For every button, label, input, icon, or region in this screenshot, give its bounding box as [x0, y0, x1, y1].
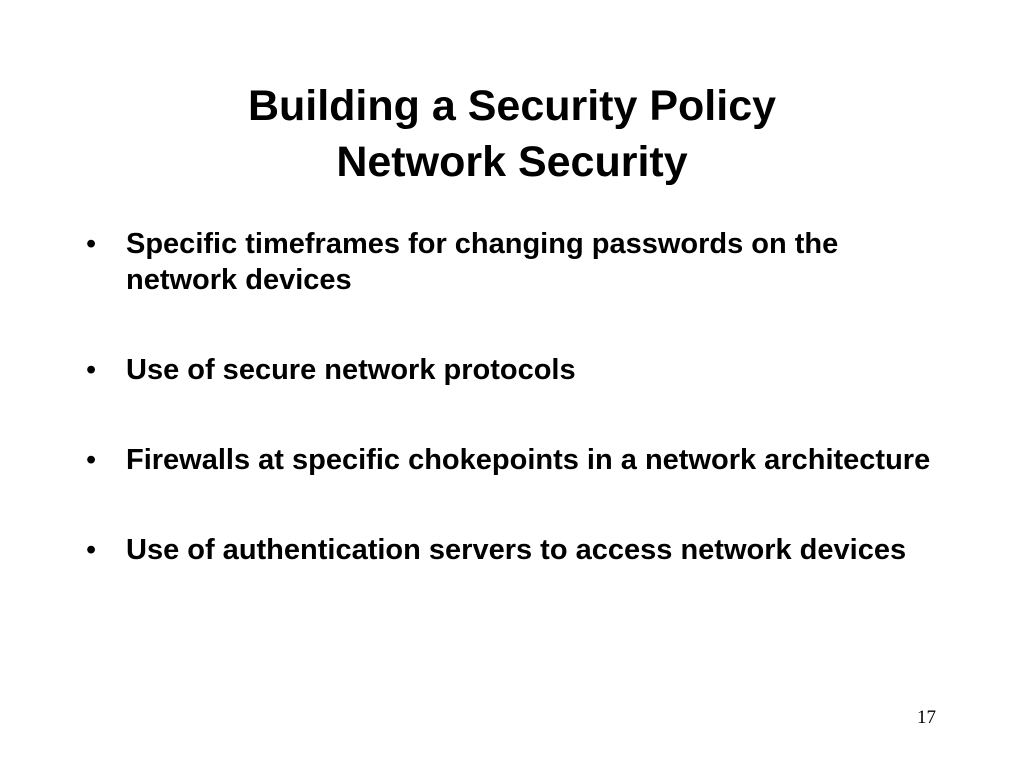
page-number: 17: [917, 707, 936, 728]
bullet-dot-icon: •: [86, 444, 97, 476]
slide-title-line-1: Building a Security Policy: [247, 82, 777, 130]
bullet-text: Firewalls at specific chokepoints in a n…: [126, 444, 931, 476]
bullet-item: • Use of authentication servers to acces…: [86, 532, 946, 568]
bullet-list: • Specific timeframes for changing passw…: [86, 226, 946, 622]
bullet-dot-icon: •: [86, 534, 97, 566]
slide-title: Building a Security Policy Network Secur…: [0, 78, 1024, 190]
slide-title-line-2: Network Security: [336, 138, 688, 186]
bullet-dot-icon: •: [86, 354, 97, 386]
bullet-item: • Firewalls at specific chokepoints in a…: [86, 442, 946, 478]
bullet-text: Use of authentication servers to access …: [126, 534, 907, 566]
bullet-text: Specific timeframes for changing passwor…: [126, 228, 839, 296]
bullet-dot-icon: •: [86, 228, 97, 260]
bullet-item: • Specific timeframes for changing passw…: [86, 226, 946, 298]
bullet-text: Use of secure network protocols: [126, 354, 576, 386]
bullet-item: • Use of secure network protocols: [86, 352, 946, 388]
